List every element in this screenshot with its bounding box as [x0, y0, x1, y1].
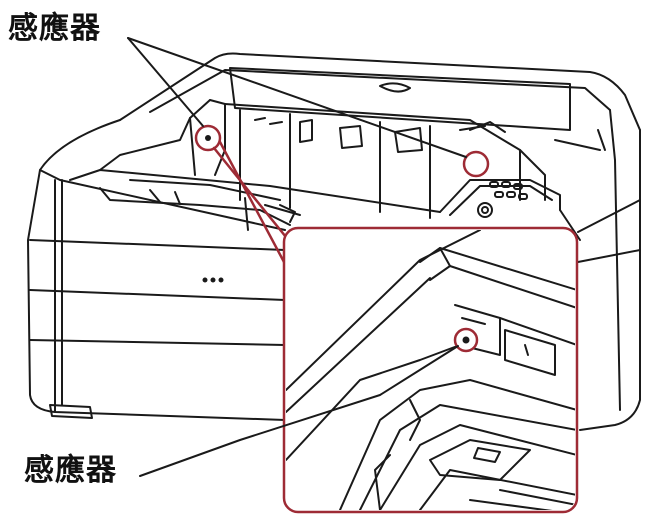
sensor-marker-right: [462, 150, 490, 178]
sensor-icon: [205, 135, 211, 141]
zoom-callout: [282, 226, 579, 514]
leader-line-bottom: [139, 345, 459, 477]
leader-line-right: [127, 37, 467, 158]
callout-connector-1: [212, 146, 292, 244]
callout-connector-2: [218, 140, 286, 264]
sensor-icon: [462, 336, 470, 344]
sensor-marker-left: [194, 124, 222, 152]
sensor-label-top: 感應器: [8, 11, 101, 46]
scanner-body: [27, 52, 641, 431]
sensor-label-bottom: 感應器: [24, 453, 117, 488]
leader-line-left: [127, 37, 204, 127]
